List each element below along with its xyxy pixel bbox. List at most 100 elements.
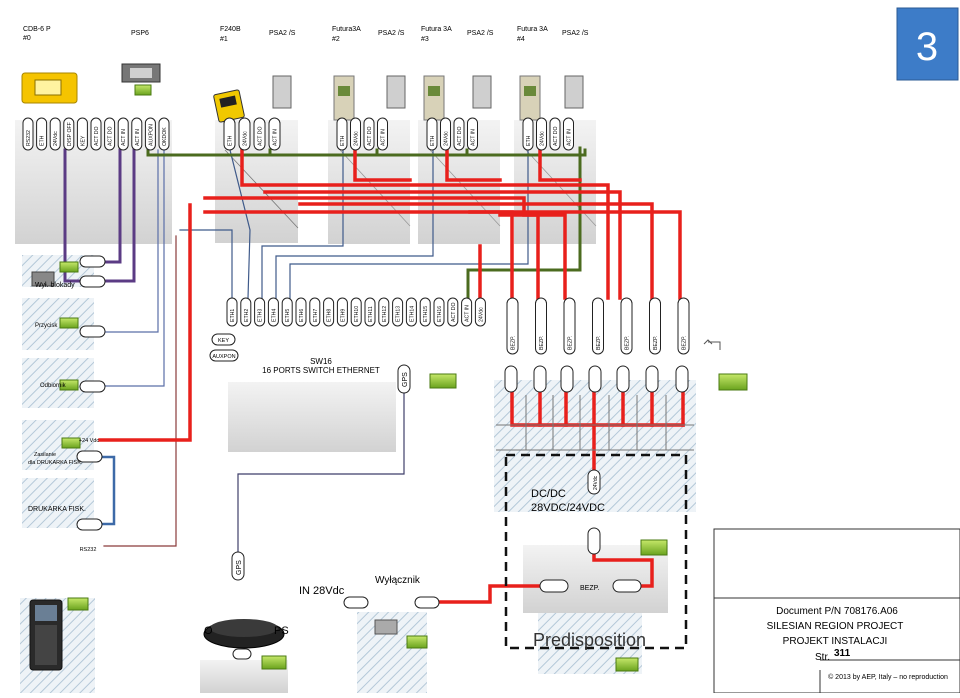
psa-title-3: PSA2 /S bbox=[467, 30, 494, 37]
gps-label-switch: GPS bbox=[402, 372, 409, 387]
switch-port-label-15: ETH16 bbox=[437, 306, 443, 322]
page-id: 311 bbox=[834, 648, 851, 659]
futura4-port-label-1: 24Vdc bbox=[540, 131, 546, 146]
f240b-port-label-0: ETH bbox=[228, 135, 234, 146]
futura2-port-pill-2 bbox=[363, 117, 375, 151]
power-line-f4 bbox=[538, 148, 582, 182]
futura4-port-pill-0 bbox=[522, 117, 534, 151]
futura2-number: #2 bbox=[332, 36, 340, 43]
power-line-7 bbox=[498, 213, 540, 300]
bezp-label-4: BEZP. bbox=[625, 336, 631, 350]
futura4-port-label-2: ACT DO bbox=[553, 126, 559, 146]
switch-port-pill-6 bbox=[309, 297, 321, 327]
sw16-housing bbox=[228, 382, 396, 452]
switch-port-label-6: ETH7 bbox=[313, 309, 319, 322]
cdb-port-label-1: ETH bbox=[40, 135, 46, 146]
cdb-port-pill-4 bbox=[76, 117, 88, 151]
psp6-device-icon bbox=[121, 63, 161, 83]
futura3-port-label-0: ETH bbox=[430, 135, 436, 146]
f240b-device-icon bbox=[213, 89, 245, 123]
gps-antenna-connector: GPS bbox=[231, 551, 245, 581]
power-line-24v bbox=[98, 203, 192, 442]
switch-port-label-5: ETH6 bbox=[299, 309, 305, 322]
futura2-title: Futura3A bbox=[332, 26, 361, 33]
switch-port-label-16: ACT DO bbox=[451, 302, 457, 322]
switch-port-pill-13 bbox=[405, 297, 417, 327]
cdb-port-pill-0 bbox=[22, 117, 34, 151]
wylacznik-device-icon bbox=[374, 619, 398, 635]
connector-pills bbox=[76, 255, 689, 660]
cdb-port-pill-9 bbox=[144, 117, 156, 151]
bezp-label-1: BEZP. bbox=[539, 336, 545, 350]
bezp-pill-0 bbox=[506, 297, 519, 355]
switch-port-pill-4 bbox=[281, 297, 293, 327]
switch-port-pill-1 bbox=[240, 297, 252, 327]
f240b-diagonal bbox=[224, 149, 299, 229]
project-type: PROJEKT INSTALACJI bbox=[783, 636, 888, 647]
odbiornik-label: Odbiornik bbox=[40, 383, 67, 389]
switch-port-pill-18 bbox=[474, 297, 486, 327]
cdb-device-icon bbox=[21, 72, 78, 104]
key-label: KEY bbox=[218, 338, 229, 344]
document-pn: Document P/N 708176.A06 bbox=[776, 606, 898, 617]
psa-title-1: PSA2 /S bbox=[269, 30, 296, 37]
f240b-port-pill-0 bbox=[223, 117, 236, 151]
switch-port-pill-15 bbox=[433, 297, 445, 327]
bezp-pill-1 bbox=[535, 297, 547, 355]
cdb-port-pill-3 bbox=[63, 117, 75, 151]
f240b-title: F240B bbox=[220, 26, 241, 33]
power-line-f2 bbox=[353, 148, 412, 182]
cdb-port-label-0: RS232 bbox=[26, 130, 32, 146]
cdb-port-label-2: 24Vdc bbox=[53, 131, 59, 146]
cdb-port-label-7: ACT IN bbox=[121, 129, 127, 146]
page-badge bbox=[896, 7, 959, 81]
cdb-port-label-6: ACT DO bbox=[108, 126, 114, 146]
switch-port-pill-2 bbox=[254, 297, 266, 327]
terminal-device-icon bbox=[29, 599, 63, 671]
page-badge-number: 3 bbox=[916, 25, 938, 69]
bus-grid bbox=[496, 395, 694, 451]
power-line-f3 bbox=[445, 148, 502, 182]
cdb-port-pill-6 bbox=[104, 117, 116, 151]
project-name: SILESIAN REGION PROJECT bbox=[767, 621, 904, 632]
cdb-port-label-3: DISP OFF bbox=[67, 122, 73, 146]
predisposition-label: Predisposition bbox=[533, 630, 646, 650]
bezp-label-3: BEZP. bbox=[596, 336, 602, 350]
bezp-pill-5 bbox=[649, 297, 661, 355]
switch-port-label-9: ETH10 bbox=[354, 306, 360, 322]
f240b-number: #1 bbox=[220, 36, 228, 43]
purple-wire-3 bbox=[103, 148, 136, 283]
auxpon-connector: AUXPON bbox=[209, 349, 239, 362]
futura3-port-label-3: ACT IN bbox=[471, 129, 477, 146]
odbiornik-wire bbox=[104, 149, 165, 387]
power-line-2 bbox=[263, 190, 622, 300]
cdb-port-label-8: ACT IN bbox=[135, 129, 141, 146]
futura4-port-pill-2 bbox=[549, 117, 561, 151]
futura4-port-pill-1 bbox=[536, 117, 547, 151]
przycisk-label: Przycisk bbox=[35, 323, 58, 329]
futura3-title: Futura 3A bbox=[421, 26, 452, 33]
psa-title-2: PSA2 /S bbox=[378, 30, 405, 37]
switch-port-label-11: ETH12 bbox=[382, 306, 388, 322]
switch-port-label-7: ETH8 bbox=[327, 309, 333, 322]
v24-label: +24 Vdc bbox=[79, 438, 100, 444]
return-arrow-icon bbox=[703, 339, 721, 350]
cdb-port-label-4: KEY bbox=[80, 135, 86, 146]
f240b-port-label-3: ACT IN bbox=[273, 129, 279, 146]
bezp-label-5: BEZP. bbox=[653, 336, 659, 350]
power-line-4 bbox=[298, 202, 654, 300]
psp6-title: PSP6 bbox=[131, 30, 149, 37]
futura2-port-pill-3 bbox=[377, 117, 388, 151]
bezp-pill-3 bbox=[592, 297, 604, 355]
futura3-port-pill-0 bbox=[426, 117, 438, 151]
dcdc-title: DC/DC bbox=[531, 488, 566, 500]
switch-port-label-12: ETH13 bbox=[396, 306, 402, 322]
blokady-switch-icon bbox=[31, 271, 55, 287]
bezp-pill-4 bbox=[620, 297, 633, 355]
switch-port-pill-8 bbox=[336, 297, 348, 327]
cdb-port-pill-1 bbox=[36, 117, 48, 151]
power-line-5 bbox=[203, 210, 682, 300]
gps-wire bbox=[237, 391, 405, 556]
